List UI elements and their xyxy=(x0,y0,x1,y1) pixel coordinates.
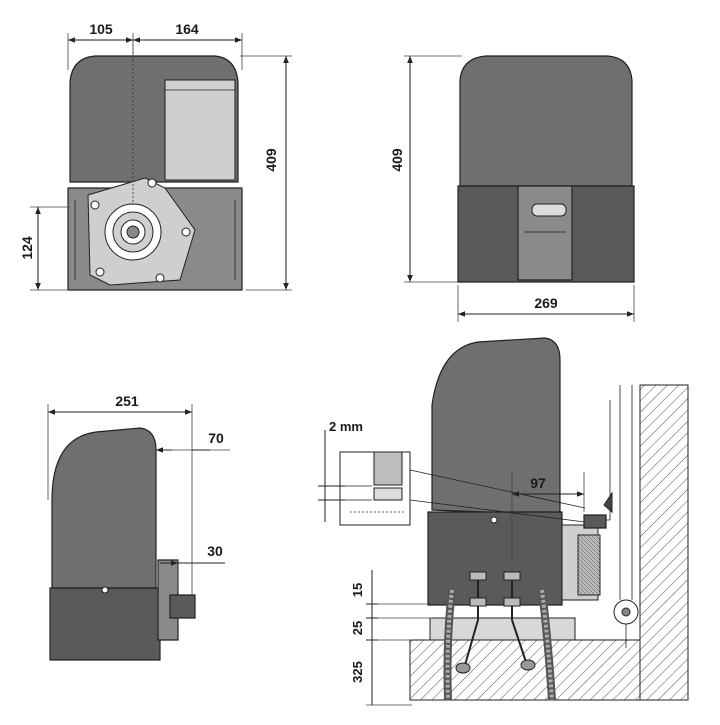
dim-install-level-1: 15 xyxy=(350,583,365,597)
install-base xyxy=(427,511,563,606)
side-cover xyxy=(51,427,157,589)
install-rack xyxy=(577,534,601,596)
dim-install-level-2: 25 xyxy=(350,621,365,635)
dim-back-width: 269 xyxy=(534,295,558,311)
dim-back-height-total: 409 xyxy=(389,148,405,172)
back-panel xyxy=(517,185,573,281)
dim-side-offset-bottom: 30 xyxy=(207,543,223,559)
dim-install-level-3: 325 xyxy=(350,661,365,683)
install-cover xyxy=(431,337,561,516)
dim-front-height-base: 124 xyxy=(19,236,35,260)
back-cover xyxy=(459,55,633,187)
side-base xyxy=(49,587,161,661)
dim-front-width-right: 164 xyxy=(175,21,199,37)
back-release-slot xyxy=(531,203,567,217)
dim-side-depth: 251 xyxy=(115,393,139,409)
install-detail-inset: 2 mm xyxy=(318,419,586,526)
install-wall xyxy=(639,384,689,701)
dim-install-rack-distance: 97 xyxy=(530,475,546,491)
side-gear-block xyxy=(157,559,179,641)
front-motor-panel xyxy=(164,79,236,181)
dim-front-width-left: 105 xyxy=(89,21,113,37)
front-view: 105 164 409 124 xyxy=(19,21,292,291)
side-view: 251 70 30 xyxy=(47,393,230,661)
back-view: 409 269 xyxy=(389,55,635,322)
dim-side-offset-top: 70 xyxy=(208,430,224,446)
install-view: 2 mm 97 15 25 325 xyxy=(318,337,689,706)
install-anchors xyxy=(443,571,556,701)
dim-front-height-total: 409 xyxy=(263,148,279,172)
side-pinion xyxy=(169,594,196,619)
dim-install-gap: 2 mm xyxy=(329,419,363,434)
